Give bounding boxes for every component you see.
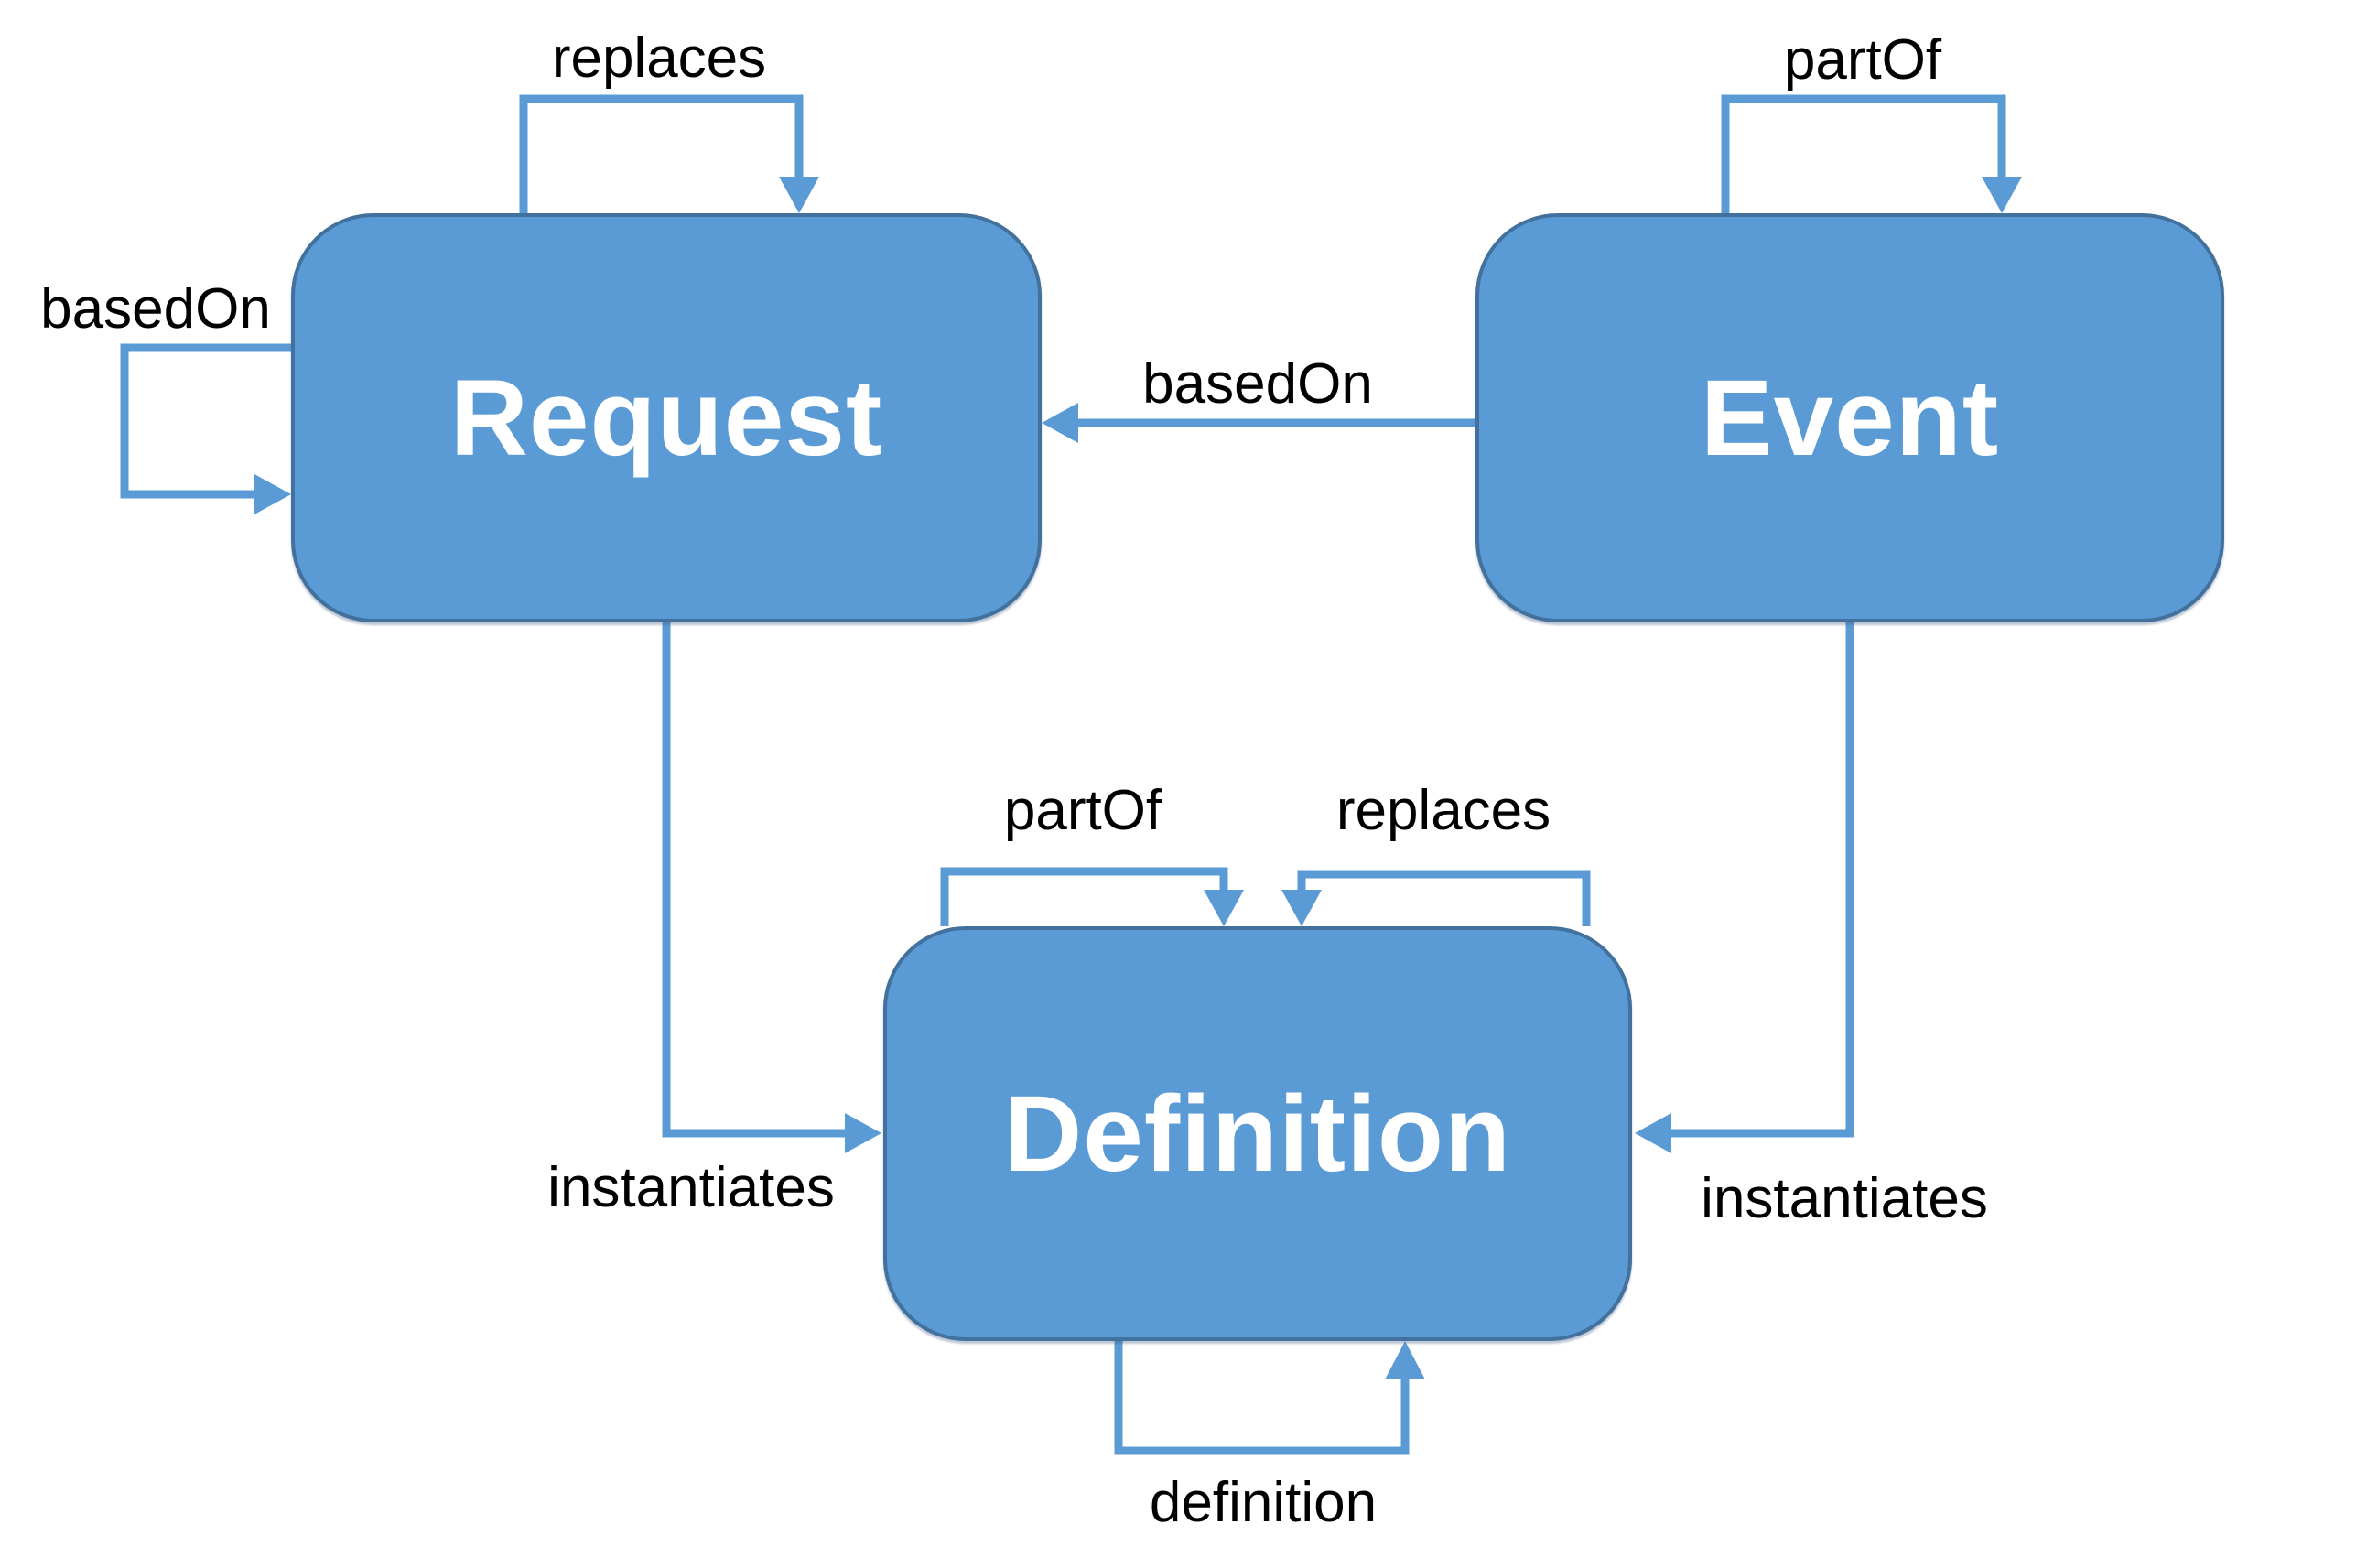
- node-definition-label: Definition: [1003, 1073, 1512, 1195]
- edge-line: [940, 867, 1228, 926]
- arrowhead-left-icon: [1635, 1113, 1671, 1153]
- edge-event-basedon-request: [1042, 403, 1475, 443]
- edge-request-basedon-self: [120, 343, 291, 514]
- edge-line: [519, 94, 804, 213]
- node-definition[interactable]: Definition: [883, 926, 1632, 1341]
- edge-line: [662, 622, 849, 1138]
- edge-request-instantiates-definition: [662, 622, 881, 1153]
- edge-event-partof-self: [1721, 94, 2022, 213]
- edge-label-request-basedon: basedOn: [40, 277, 271, 341]
- edge-definition-definition-self: [1114, 1341, 1425, 1455]
- edge-line: [1297, 870, 1591, 926]
- edge-label-request-replaces: replaces: [551, 27, 767, 90]
- edge-line: [1721, 94, 2006, 213]
- edge-line: [1668, 622, 1854, 1138]
- node-request[interactable]: Request: [291, 213, 1042, 622]
- node-event[interactable]: Event: [1475, 213, 2224, 622]
- edge-event-instantiates-definition: [1635, 622, 1854, 1153]
- edge-line: [120, 343, 291, 499]
- arrowhead-down-icon: [779, 177, 819, 213]
- edge-label-request-instantiates: instantiates: [547, 1156, 835, 1219]
- edge-definition-partof-self: [940, 867, 1244, 926]
- edge-label-definition-partof: partOf: [1003, 779, 1162, 842]
- edge-definition-replaces-self: [1281, 870, 1591, 926]
- edge-label-definition-replaces: replaces: [1335, 779, 1551, 842]
- arrowhead-right-icon: [254, 474, 291, 514]
- arrowhead-down-icon: [1281, 890, 1322, 926]
- edge-label-event-basedon-request: basedOn: [1142, 352, 1373, 416]
- node-event-label: Event: [1700, 357, 2000, 479]
- edge-label-definition-definition: definition: [1149, 1471, 1378, 1534]
- arrowhead-up-icon: [1385, 1341, 1425, 1379]
- edge-label-event-partof: partOf: [1783, 28, 1942, 92]
- arrowhead-down-icon: [1204, 890, 1244, 926]
- edge-request-replaces-self: [519, 94, 819, 213]
- arrowhead-right-icon: [845, 1113, 881, 1153]
- arrowhead-down-icon: [1982, 177, 2022, 213]
- edge-label-event-instantiates: instantiates: [1701, 1167, 1988, 1230]
- node-request-label: Request: [449, 357, 883, 479]
- arrowhead-left-icon: [1042, 403, 1078, 443]
- edge-line: [1114, 1341, 1410, 1455]
